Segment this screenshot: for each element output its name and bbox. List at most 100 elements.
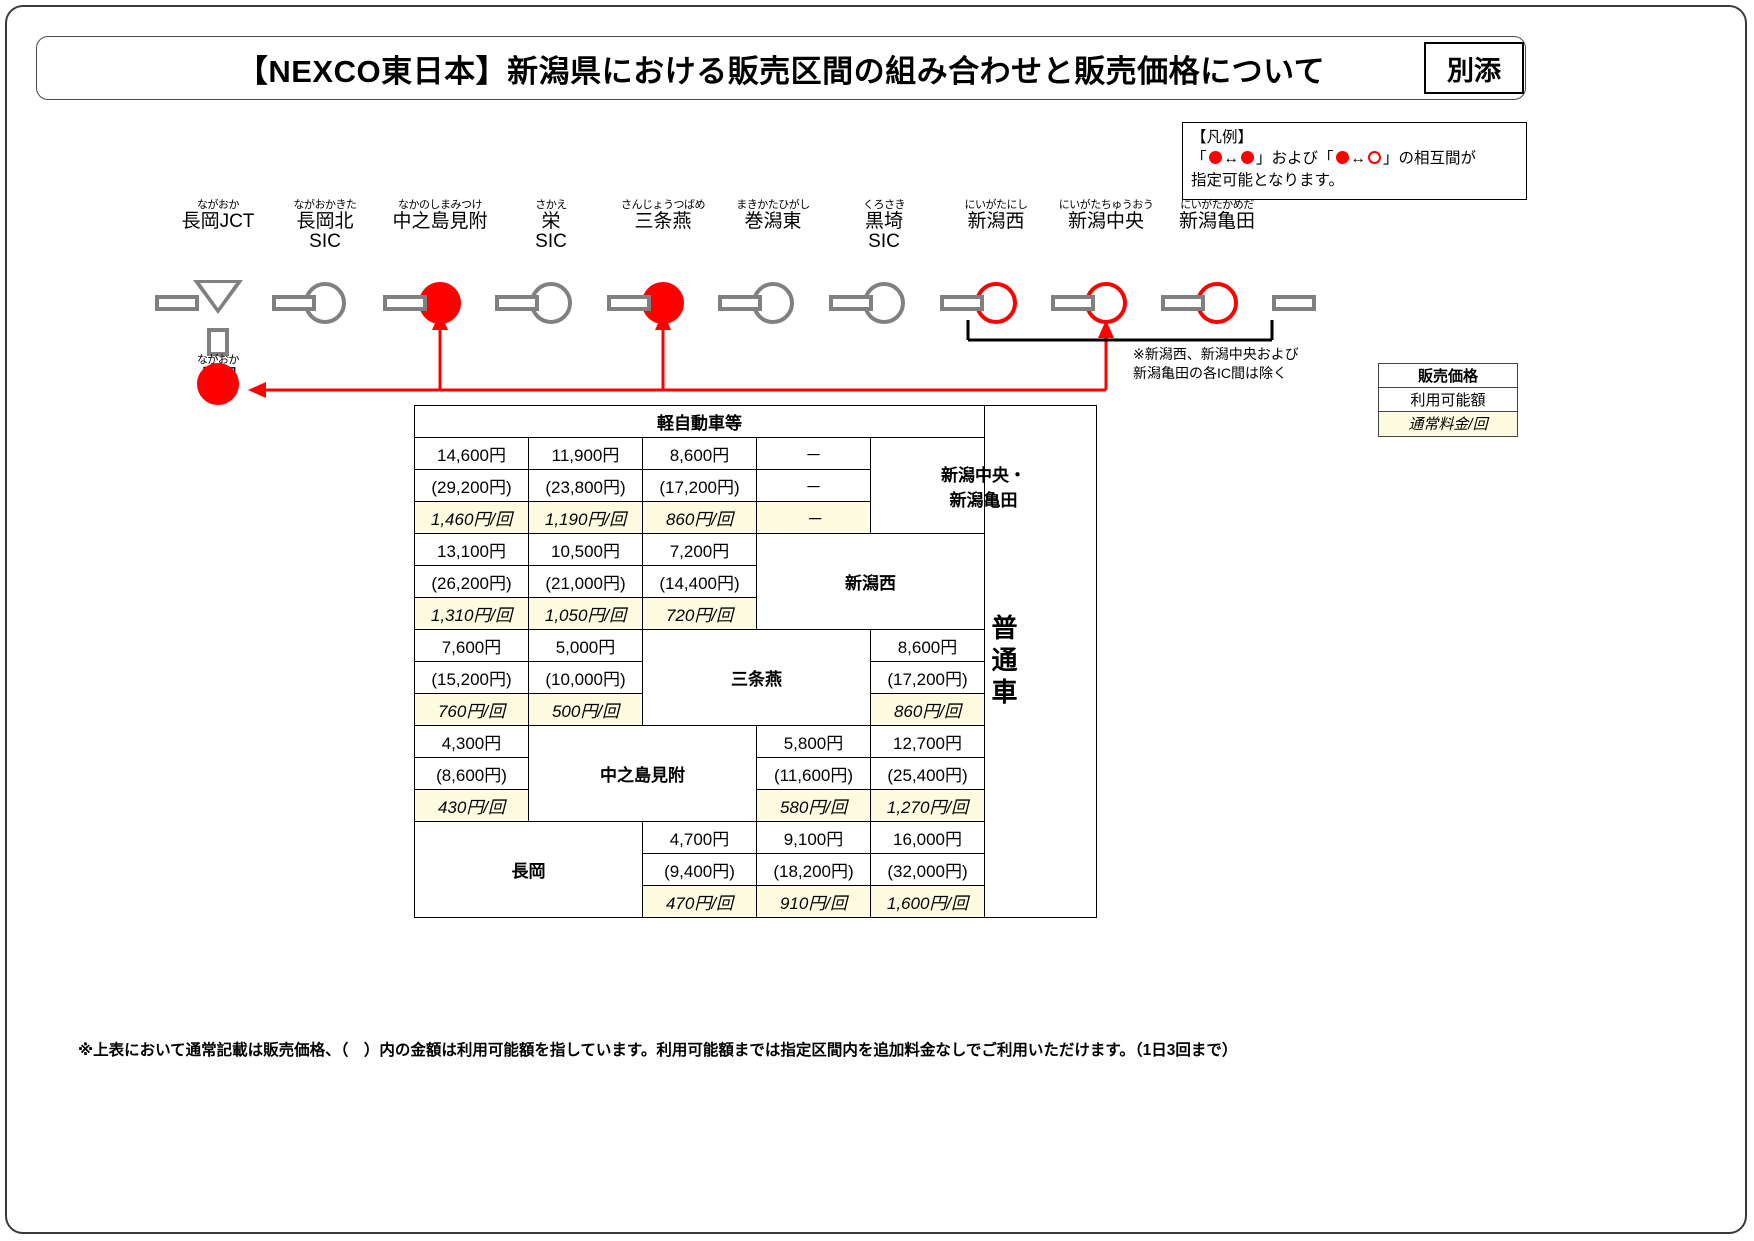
double-arrow-icon: ↔ xyxy=(1350,150,1367,168)
cell-available-amount: (18,200円) xyxy=(756,853,871,886)
cell-sale-price: － xyxy=(756,437,871,470)
cell-available-amount: (8,600円) xyxy=(414,757,529,790)
diagram-note-line-1: ※新潟西、新潟中央および xyxy=(1133,346,1299,362)
cell-available-amount: (32,000円) xyxy=(870,853,985,886)
cell-normal-fare: 430円/回 xyxy=(414,789,529,822)
cell-sale-price: 4,300円 xyxy=(414,725,529,758)
table-row-label: 三条燕 xyxy=(642,629,871,726)
cell-normal-fare: 500円/回 xyxy=(528,693,643,726)
station-node-1: ながおか長岡JCT xyxy=(148,199,288,232)
attachment-badge: 別添 xyxy=(1424,42,1524,94)
legend-line-2: 指定可能となります。 xyxy=(1191,171,1344,189)
cell-normal-fare: 1,270円/回 xyxy=(870,789,985,822)
cell-sale-price: 7,200円 xyxy=(642,533,757,566)
cell-available-amount: (17,200円) xyxy=(870,661,985,694)
cell-sale-price: 8,600円 xyxy=(870,629,985,662)
station-furigana: まきかたひがし xyxy=(736,199,810,211)
station-marker-circle xyxy=(197,363,239,405)
legend-box: 【凡例】 「↔」および「↔」の相互間が 指定可能となります。 xyxy=(1182,122,1527,200)
station-node-6: まきかたひがし巻潟東 xyxy=(703,199,843,232)
route-segment-bar xyxy=(155,295,199,311)
legend-quote-open: 「 xyxy=(1191,150,1207,168)
route-segment-bar xyxy=(1161,295,1205,311)
route-segment-bar xyxy=(272,295,316,311)
cell-normal-fare: 760円/回 xyxy=(414,693,529,726)
price-legend-box: 販売価格 利用可能額 通常料金/回 xyxy=(1378,363,1518,437)
cell-available-amount: (23,800円) xyxy=(528,469,643,502)
station-furigana: さかえ xyxy=(535,199,567,211)
price-legend-available: 利用可能額 xyxy=(1379,388,1517,412)
filled-red-circle-icon xyxy=(1208,151,1222,165)
cell-available-amount: (11,600円) xyxy=(756,757,871,790)
station-furigana: ながおか xyxy=(197,199,240,211)
cell-available-amount: (17,200円) xyxy=(642,469,757,502)
station-node-8: にいがたにし新潟西 xyxy=(926,199,1066,232)
station-name: 新潟亀田 xyxy=(1178,210,1255,232)
route-segment-bar xyxy=(718,295,762,311)
station-marker-circle xyxy=(530,282,572,324)
route-segment-bar xyxy=(383,295,427,311)
cell-normal-fare: 470円/回 xyxy=(642,885,757,918)
cell-available-amount: (25,400円) xyxy=(870,757,985,790)
cell-normal-fare: 860円/回 xyxy=(642,501,757,534)
station-furigana: ながおかきた xyxy=(293,199,358,211)
station-furigana: にいがたにし xyxy=(964,199,1029,211)
legend-heading: 【凡例】 xyxy=(1191,129,1254,146)
diagram-note: ※新潟西、新潟中央および 新潟亀田の各IC間は除く xyxy=(1133,345,1299,383)
cell-available-amount: (29,200円) xyxy=(414,469,529,502)
station-name-sub: SIC xyxy=(868,231,900,253)
cell-available-amount: (21,000円) xyxy=(528,565,643,598)
legend-suffix-text: 」の相互間が xyxy=(1383,150,1477,168)
cell-normal-fare: 580円/回 xyxy=(756,789,871,822)
station-node-3: なかのしまみつけ中之島見附 xyxy=(370,199,510,232)
table-row: (15,200円)(10,000円)(17,200円) xyxy=(414,661,1097,694)
table-row-label: 新潟中央・新潟亀田 xyxy=(870,437,1097,534)
station-name: 新潟西 xyxy=(967,210,1025,232)
station-marker-triangle xyxy=(193,280,243,314)
station-name: 栄 xyxy=(541,210,561,232)
legend-mid-text: 」および「 xyxy=(1256,150,1334,168)
diagram-note-line-2: 新潟亀田の各IC間は除く xyxy=(1133,364,1287,381)
cell-sale-price: 12,700円 xyxy=(870,725,985,758)
station-marker-circle xyxy=(752,282,794,324)
station-name: 三条燕 xyxy=(634,210,692,232)
cell-normal-fare: － xyxy=(756,501,871,534)
cell-sale-price: 14,600円 xyxy=(414,437,529,470)
route-segment-bar xyxy=(1051,295,1095,311)
cell-available-amount: (14,400円) xyxy=(642,565,757,598)
station-name: 長岡北 xyxy=(296,210,354,232)
station-furigana: にいがたちゅうおう xyxy=(1058,199,1154,211)
cell-available-amount: － xyxy=(756,469,871,502)
station-name: 巻潟東 xyxy=(744,210,802,232)
table-row: (9,400円)(18,200円)(32,000円) xyxy=(415,853,1097,886)
filled-red-circle-icon xyxy=(1335,151,1349,165)
station-name-sub: SIC xyxy=(309,231,341,253)
cell-normal-fare: 1,600円/回 xyxy=(870,885,985,918)
bottom-note: ※上表において通常記載は販売価格、（ ）内の金額は利用可能額を指しています。利用… xyxy=(78,1042,1238,1059)
cell-sale-price: 5,000円 xyxy=(528,629,643,662)
cell-normal-fare: 910円/回 xyxy=(756,885,871,918)
filled-red-circle-icon xyxy=(1241,151,1255,165)
station-furigana: さんじょうつばめ xyxy=(621,199,706,211)
cell-normal-fare: 1,460円/回 xyxy=(414,501,529,534)
route-segment-bar xyxy=(1272,295,1316,311)
station-name: 中之島見附 xyxy=(392,210,488,232)
table-row-label: 中之島見附 xyxy=(528,725,757,822)
table-header-futsu-label: 普通車 xyxy=(988,613,1018,710)
page-border xyxy=(5,5,1747,1234)
station-node-9: にいがたちゅうおう新潟中央 xyxy=(1036,199,1176,232)
route-segment-bar xyxy=(495,295,539,311)
cell-sale-price: 11,900円 xyxy=(528,437,643,470)
route-branch-bar xyxy=(207,328,229,356)
cell-normal-fare: 1,050円/回 xyxy=(528,597,643,630)
cell-sale-price: 16,000円 xyxy=(870,821,985,854)
cell-normal-fare: 720円/回 xyxy=(642,597,757,630)
